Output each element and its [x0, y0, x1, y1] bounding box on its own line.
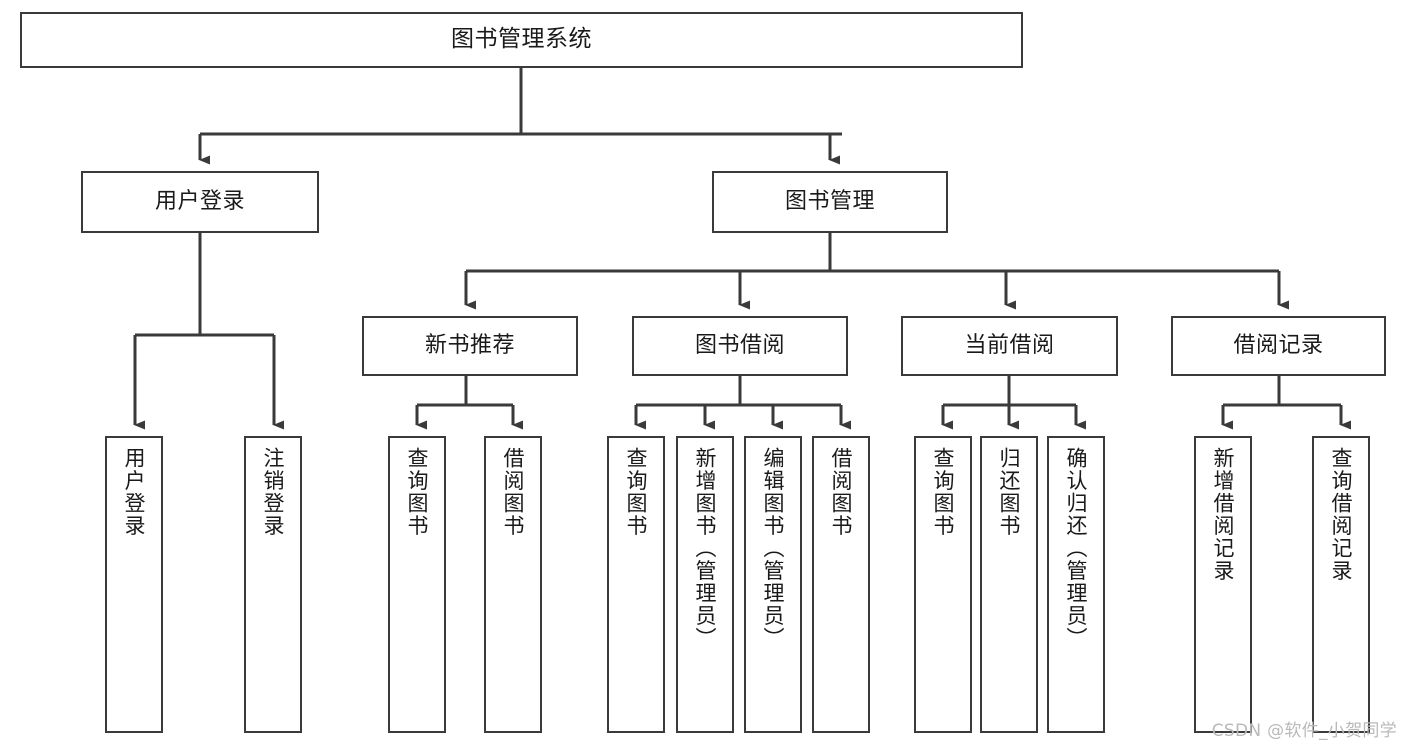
watermark-text: CSDN @软件_小贺同学: [1211, 721, 1397, 741]
node-book-borrow-label: 图书借阅: [694, 332, 785, 358]
node-new-book-rec[interactable]: 新书推荐: [362, 316, 578, 376]
node-current-borrow[interactable]: 当前借阅: [901, 316, 1118, 376]
leaf-user-login[interactable]: 用户登录: [105, 436, 163, 733]
leaf-cur-return-book-label: 归还图书: [997, 447, 1022, 537]
node-user-login-label: 用户登录: [154, 188, 245, 214]
node-borrow-record-label: 借阅记录: [1233, 332, 1324, 358]
node-root-label: 图书管理系统: [451, 26, 592, 53]
leaf-rec-borrow-book-label: 借阅图书: [501, 447, 526, 537]
leaf-rec-query-record-label: 查询借阅记录: [1329, 447, 1354, 582]
leaf-borrow-edit-book-label: 编辑图书（管理员）: [761, 447, 786, 650]
leaf-borrow-add-book[interactable]: 新增图书（管理员）: [676, 436, 734, 733]
leaf-borrow-edit-book[interactable]: 编辑图书（管理员）: [744, 436, 802, 733]
node-user-login[interactable]: 用户登录: [81, 171, 319, 233]
leaf-borrow-query-book-label: 查询图书: [624, 447, 649, 537]
node-current-borrow-label: 当前借阅: [964, 332, 1055, 358]
leaf-borrow-query-book[interactable]: 查询图书: [607, 436, 665, 733]
node-book-borrow[interactable]: 图书借阅: [632, 316, 848, 376]
node-book-manage-label: 图书管理: [784, 188, 875, 214]
leaf-rec-borrow-book[interactable]: 借阅图书: [484, 436, 542, 733]
leaf-cur-query-book[interactable]: 查询图书: [914, 436, 972, 733]
node-book-manage[interactable]: 图书管理: [712, 171, 948, 233]
node-new-book-rec-label: 新书推荐: [424, 332, 515, 358]
leaf-borrow-borrow-book-label: 借阅图书: [829, 447, 854, 537]
leaf-cur-confirm-return-label: 确认归还（管理员）: [1064, 447, 1089, 650]
leaf-rec-add-record-label: 新增借阅记录: [1211, 447, 1236, 582]
leaf-rec-query-book[interactable]: 查询图书: [388, 436, 446, 733]
leaf-borrow-borrow-book[interactable]: 借阅图书: [812, 436, 870, 733]
leaf-rec-query-record[interactable]: 查询借阅记录: [1312, 436, 1370, 733]
leaf-borrow-add-book-label: 新增图书（管理员）: [693, 447, 718, 650]
leaf-cur-confirm-return[interactable]: 确认归还（管理员）: [1047, 436, 1105, 733]
leaf-user-login-label: 用户登录: [122, 447, 147, 537]
leaf-user-logout-label: 注销登录: [261, 447, 286, 537]
leaf-rec-add-record[interactable]: 新增借阅记录: [1194, 436, 1252, 733]
leaf-cur-query-book-label: 查询图书: [931, 447, 956, 537]
node-borrow-record[interactable]: 借阅记录: [1171, 316, 1386, 376]
leaf-rec-query-book-label: 查询图书: [405, 447, 430, 537]
leaf-user-logout[interactable]: 注销登录: [244, 436, 302, 733]
node-root[interactable]: 图书管理系统: [20, 12, 1023, 68]
leaf-cur-return-book[interactable]: 归还图书: [980, 436, 1038, 733]
